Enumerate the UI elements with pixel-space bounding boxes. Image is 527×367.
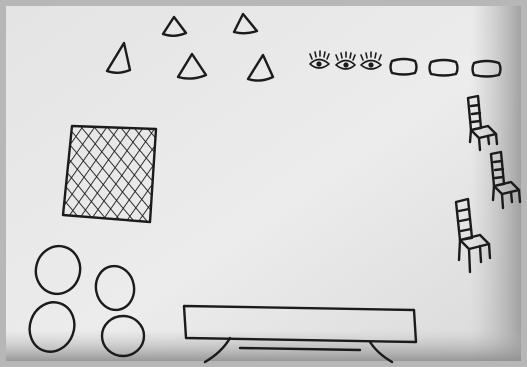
rug bbox=[55, 120, 165, 230]
paper-shadow-bottom bbox=[6, 330, 521, 361]
